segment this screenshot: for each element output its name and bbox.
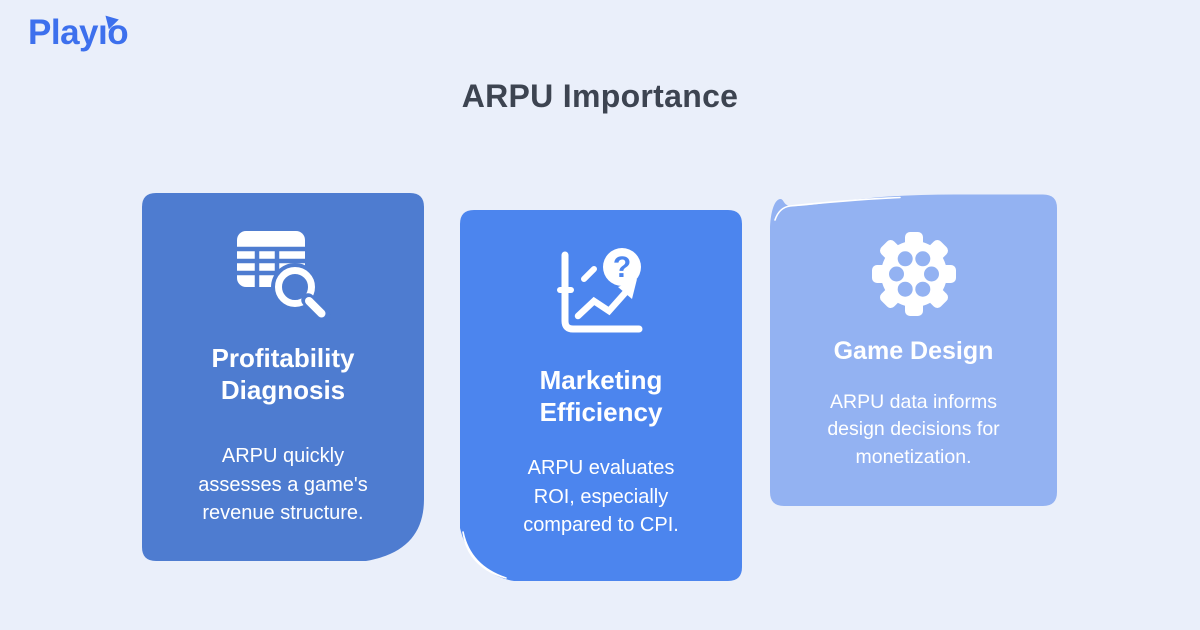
trend-line [574, 289, 629, 320]
question-bubble [603, 248, 641, 286]
card-game-design: Game Design ARPU data informs design dec… [770, 193, 1057, 506]
card-fill [460, 210, 742, 581]
magnifier-handle [305, 297, 326, 318]
card-fill [142, 193, 424, 561]
question-mark: ? [613, 251, 631, 284]
card-shape-curled-bottom-right [142, 193, 424, 561]
card-title: Profitability Diagnosis [211, 343, 355, 405]
gear-hole [914, 251, 930, 267]
card-body: ARPU quickly assesses a game's revenue s… [198, 445, 368, 525]
logo-dotless-i: ı [98, 13, 108, 52]
table-magnifier-icon [237, 231, 331, 323]
gear-hole [923, 266, 939, 282]
page-curl-flap [462, 531, 507, 579]
gear-body [880, 241, 947, 307]
gear-icon [871, 232, 956, 316]
gear-hole [897, 281, 913, 297]
card-shape-curled-bottom-left [460, 210, 742, 581]
gear-hole [914, 281, 930, 297]
logo-text-play: Play [28, 13, 99, 52]
card-body: ARPU data informs design decisions for m… [827, 390, 1000, 468]
logo-text-o: o [107, 13, 129, 52]
gear-hole [888, 266, 904, 282]
gear-hole [897, 251, 913, 267]
card-title: Game Design [833, 337, 994, 365]
chart-axes [561, 251, 643, 333]
card-marketing-efficiency: ? Marketing Efficiency ARPU evaluates RO… [460, 210, 742, 581]
magnifier-lens [275, 267, 315, 307]
page-title: ARPU Importance [461, 78, 739, 114]
card-title: Marketing Efficiency [539, 365, 663, 427]
card-content: Game Design ARPU data informs design dec… [770, 226, 1057, 472]
card-content: ? Marketing Efficiency ARPU evaluates RO… [460, 245, 742, 540]
brand-logo: Playıo [28, 12, 129, 53]
card-body: ARPU evaluates ROI, especially compared … [523, 457, 679, 537]
card-shape-curled-top-left [770, 194, 1057, 506]
card-content: Profitability Diagnosis ARPU quickly ass… [142, 227, 424, 528]
card-fill [770, 194, 1057, 506]
chart-question-icon: ? [557, 248, 643, 333]
trend-dash [581, 266, 597, 282]
table-grid-lines [237, 246, 305, 287]
card-profitability-diagnosis: Profitability Diagnosis ARPU quickly ass… [142, 193, 424, 561]
arrow-head [618, 279, 637, 299]
page-curl-crease [774, 196, 901, 221]
